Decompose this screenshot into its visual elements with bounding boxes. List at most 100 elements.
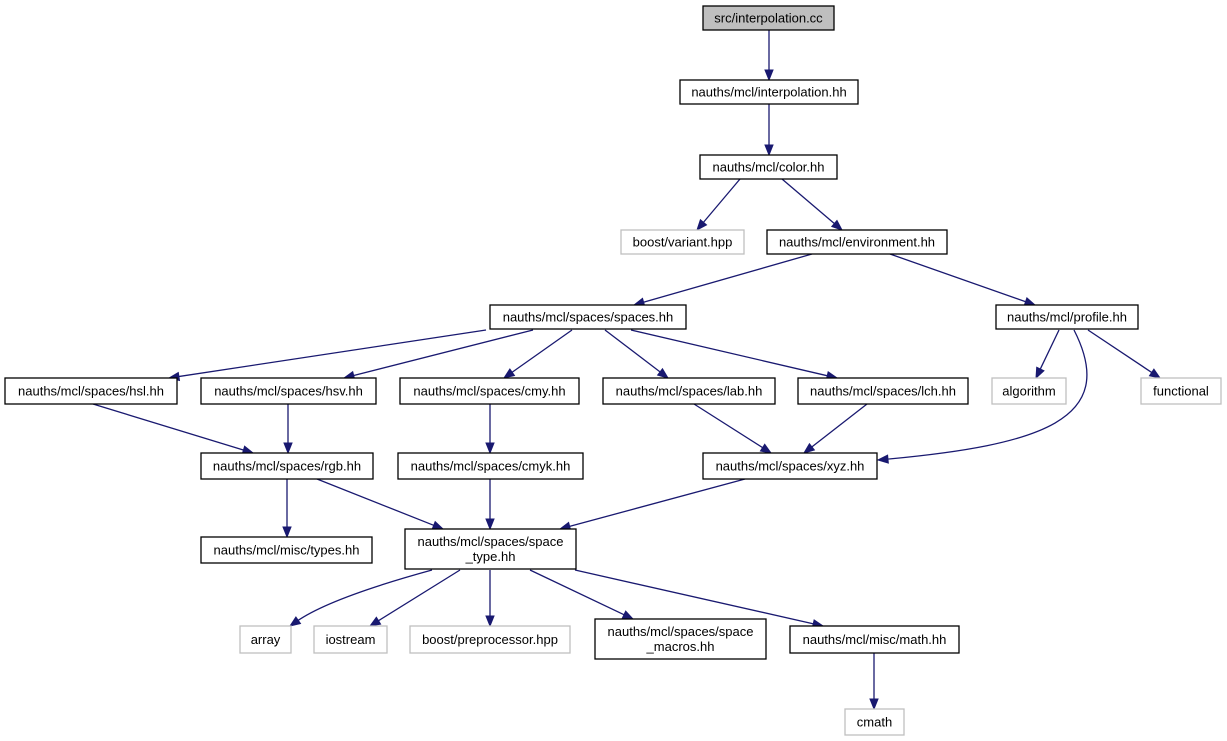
edge-line	[176, 329, 487, 378]
node-label: nauths/mcl/spaces/hsv.hh	[214, 384, 363, 399]
node-interp_cc[interactable]: src/interpolation.cc	[702, 5, 835, 31]
node-label: nauths/mcl/spaces/cmyk.hh	[411, 459, 571, 474]
edge-interp_hh-to-color	[764, 104, 774, 157]
node-spaces[interactable]: nauths/mcl/spaces/spaces.hh	[489, 304, 687, 330]
node-types[interactable]: nauths/mcl/misc/types.hh	[200, 536, 373, 564]
edge-spaces-to-cmy	[502, 329, 573, 379]
arrowhead	[1023, 297, 1037, 306]
node-label: iostream	[326, 632, 376, 647]
edge-lab-to-xyz	[693, 403, 773, 454]
node-label: array	[251, 632, 281, 647]
edge-line	[630, 329, 830, 377]
node-rgb[interactable]: nauths/mcl/spaces/rgb.hh	[200, 452, 374, 480]
edge-line	[1087, 329, 1154, 375]
node-box	[789, 625, 960, 654]
edge-line	[92, 403, 246, 452]
edge-hsl-to-rgb	[92, 403, 255, 455]
node-color[interactable]: nauths/mcl/color.hh	[699, 154, 838, 180]
edge-line	[885, 329, 1088, 460]
edge-line	[376, 569, 461, 623]
arrowhead	[288, 616, 302, 627]
node-space_macros[interactable]: nauths/mcl/spaces/space_macros.hh	[594, 618, 767, 660]
node-cmy[interactable]: nauths/mcl/spaces/cmy.hh	[399, 377, 580, 405]
node-label: boost/variant.hpp	[633, 235, 733, 250]
edge-hsv-to-rgb	[283, 404, 293, 455]
edge-spaces-to-hsl	[167, 329, 487, 382]
edge-space_type-to-iostream	[368, 569, 461, 627]
node-box	[200, 536, 373, 564]
node-algorithm: algorithm	[991, 377, 1067, 405]
node-box	[620, 229, 745, 255]
edge-profile-to-functional	[1087, 329, 1162, 379]
edge-line	[351, 329, 534, 377]
node-cmath: cmath	[844, 708, 905, 736]
node-label: _type.hh	[465, 549, 516, 564]
node-box	[404, 528, 577, 570]
edge-rgb-to-space_type	[316, 478, 445, 530]
node-environment[interactable]: nauths/mcl/environment.hh	[766, 229, 948, 255]
node-lch[interactable]: nauths/mcl/spaces/lch.hh	[797, 377, 969, 405]
arrowhead	[621, 610, 635, 620]
edge-color-to-variant	[696, 178, 741, 232]
edge-line	[529, 569, 627, 617]
node-box	[409, 625, 571, 654]
edge-cmyk-to-space_type	[485, 479, 495, 531]
edge-line	[781, 178, 837, 226]
node-lab[interactable]: nauths/mcl/spaces/lab.hh	[602, 377, 776, 405]
node-label: nauths/mcl/misc/math.hh	[803, 632, 947, 647]
node-box	[239, 625, 292, 654]
edge-space_type-to-array	[288, 569, 433, 627]
node-box	[699, 154, 838, 180]
edge-color-to-environment	[781, 178, 844, 231]
arrowhead	[876, 454, 889, 464]
arrowhead	[431, 520, 445, 530]
edge-line	[316, 478, 436, 527]
node-label: nauths/mcl/spaces/cmy.hh	[413, 384, 565, 399]
arrowhead	[1148, 368, 1162, 379]
node-box	[844, 708, 905, 736]
node-label: src/interpolation.cc	[714, 11, 823, 26]
node-box	[766, 229, 948, 255]
node-interp_hh[interactable]: nauths/mcl/interpolation.hh	[679, 79, 859, 105]
node-hsl[interactable]: nauths/mcl/spaces/hsl.hh	[4, 377, 178, 405]
node-box	[679, 79, 859, 105]
node-math[interactable]: nauths/mcl/misc/math.hh	[789, 625, 960, 654]
edge-interp_cc-to-interp_hh	[764, 30, 774, 82]
node-label: nauths/mcl/spaces/hsl.hh	[18, 384, 164, 399]
edge-line	[889, 253, 1028, 303]
node-box	[702, 5, 835, 31]
arrowhead	[368, 616, 382, 627]
node-box	[489, 304, 687, 330]
node-array: array	[239, 625, 292, 654]
edge-lch-to-xyz	[802, 403, 868, 454]
edge-environment-to-spaces	[632, 253, 813, 307]
arrowhead	[869, 698, 879, 711]
node-xyz[interactable]: nauths/mcl/spaces/xyz.hh	[702, 452, 878, 480]
arrowhead	[485, 442, 495, 455]
node-label: nauths/mcl/interpolation.hh	[691, 85, 846, 100]
edge-line	[567, 478, 746, 528]
node-label: _macros.hh	[646, 639, 715, 654]
edges-layer	[92, 30, 1162, 711]
node-box	[594, 618, 767, 660]
node-label: nauths/mcl/profile.hh	[1007, 310, 1127, 325]
node-iostream: iostream	[313, 625, 388, 654]
arrowhead	[485, 518, 495, 531]
node-label: algorithm	[1002, 384, 1055, 399]
node-profile[interactable]: nauths/mcl/profile.hh	[995, 304, 1139, 330]
edge-line	[510, 329, 573, 374]
node-hsv[interactable]: nauths/mcl/spaces/hsv.hh	[200, 377, 377, 405]
node-label: nauths/mcl/spaces/rgb.hh	[213, 459, 361, 474]
node-cmyk[interactable]: nauths/mcl/spaces/cmyk.hh	[397, 452, 584, 480]
node-label: nauths/mcl/misc/types.hh	[214, 543, 360, 558]
edge-space_type-to-space_macros	[529, 569, 635, 620]
arrowhead	[485, 615, 495, 628]
arrowhead	[1035, 366, 1045, 380]
node-space_type[interactable]: nauths/mcl/spaces/space_type.hh	[404, 528, 577, 570]
arrowhead	[764, 144, 774, 157]
node-preprocessor: boost/preprocessor.hpp	[409, 625, 571, 654]
edge-line	[809, 403, 868, 449]
edge-line	[1038, 329, 1060, 372]
edge-line	[604, 329, 663, 374]
